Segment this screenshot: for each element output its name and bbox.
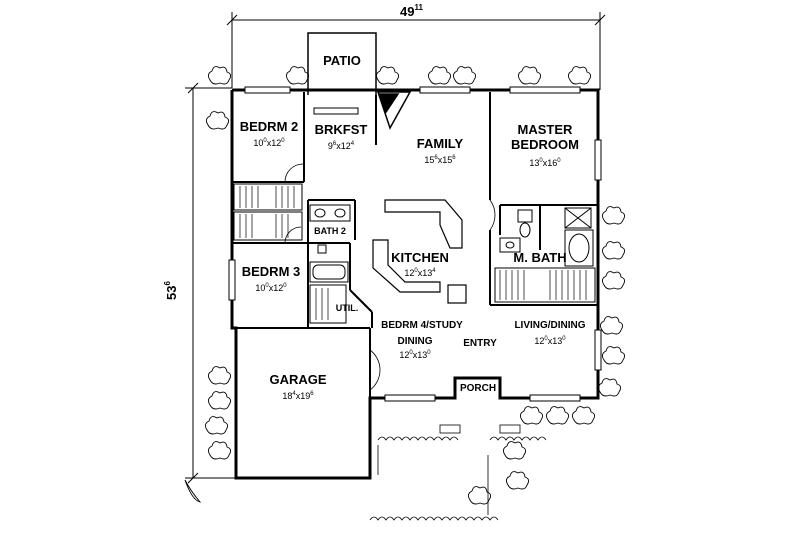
room-bedrm2: BEDRM 2 [236, 119, 302, 134]
dim-b: 12 [273, 283, 284, 293]
dim-a: 12 [399, 350, 410, 360]
master-label-line2: BEDROOM [511, 137, 579, 152]
family-dimensions: 156x156 [424, 155, 456, 165]
interior-walls [232, 92, 598, 400]
dim-a: 18 [282, 391, 293, 401]
porch-label: PORCH [459, 383, 497, 394]
room-kitchen: KITCHEN [385, 250, 455, 265]
patio-label: PATIO [323, 53, 361, 68]
dim-b-sup: 4 [432, 268, 436, 274]
study-dimensions: 120x130 [399, 350, 431, 360]
dim-b-sup: 0 [562, 336, 566, 342]
dining-label: DINING [397, 336, 433, 347]
dim-a: 12 [534, 336, 545, 346]
bath-fixtures [309, 204, 594, 283]
windows [228, 86, 602, 402]
overall-depth-value: 53 [164, 285, 179, 300]
room-family: FAMILY [405, 136, 475, 151]
room-brkfst: BRKFST [308, 122, 374, 137]
master-dimensions: 130x160 [529, 158, 561, 168]
room-living-dining: LIVING/DINING [505, 318, 595, 333]
dim-a-sup: 0 [414, 268, 418, 274]
doors [284, 163, 521, 434]
garage-dimensions: 184x196 [282, 391, 314, 401]
kitchen-dimensions: 120x134 [404, 268, 436, 278]
room-master-bedroom: MASTER BEDROOM [495, 122, 595, 152]
dim-a: 13 [529, 158, 540, 168]
dim-a-sup: 6 [332, 141, 337, 147]
room-garage: GARAGE [258, 372, 338, 387]
dim-a: 15 [424, 155, 435, 165]
dim-a: 10 [253, 138, 264, 148]
dim-a-sup: 0 [265, 283, 269, 289]
fireplace [376, 91, 412, 130]
dim-b-sup: 0 [281, 138, 285, 144]
dim-a: 9 [327, 141, 333, 151]
brkfst-dimensions: 96x124 [327, 141, 355, 151]
dim-a-sup: 6 [434, 155, 438, 161]
bedrm2-label: BEDRM 2 [239, 119, 299, 134]
dim-a: 12 [404, 268, 415, 278]
dim-b: 19 [300, 391, 311, 401]
dim-a: 10 [255, 283, 266, 293]
dim-a-sup: 0 [544, 336, 548, 342]
landscape-shrubs [184, 66, 626, 505]
brkfst-label: BRKFST [314, 122, 368, 137]
living-dimensions: 120x130 [534, 336, 566, 346]
kitchen-counters [372, 199, 467, 304]
room-master-bath: M. BATH [500, 250, 580, 265]
overall-width: 4911 [400, 3, 423, 19]
master-label-line1: MASTER [517, 122, 573, 137]
kitchen-label: KITCHEN [391, 250, 449, 265]
room-bath2: BATH 2 [310, 224, 350, 239]
dim-a-sup: 0 [539, 158, 543, 164]
room-patio: PATIO [320, 53, 364, 68]
util-label: UTIL. [335, 303, 359, 313]
study-label: BEDRM 4/STUDY [381, 320, 463, 331]
dim-b-sup: 0 [283, 283, 287, 289]
overall-depth: 536 [163, 281, 179, 300]
front-hedge [369, 436, 547, 521]
living-label: LIVING/DINING [514, 320, 586, 331]
dim-b: 13 [417, 350, 428, 360]
dim-b-sup: 0 [557, 158, 561, 164]
bedrm3-label: BEDRM 3 [241, 264, 301, 279]
room-util: UTIL. [330, 301, 364, 316]
bedrm3-dimensions: 100x120 [255, 283, 287, 293]
dim-b: 12 [340, 141, 351, 151]
entry-label: ENTRY [463, 338, 497, 349]
family-label: FAMILY [416, 136, 464, 151]
dimension-lines [185, 12, 606, 484]
dim-b-sup: 0 [427, 350, 431, 356]
dim-b: 13 [422, 268, 433, 278]
garage-label: GARAGE [269, 372, 327, 387]
dim-b-sup: 6 [310, 391, 314, 397]
dim-b: 16 [547, 158, 558, 168]
overall-depth-sup: 6 [163, 281, 172, 286]
overall-width-value: 49 [400, 4, 415, 19]
bedrm2-dimensions: 100x120 [253, 138, 285, 148]
closets [233, 183, 596, 324]
dim-a-sup: 0 [263, 138, 267, 144]
room-bedrm3: BEDRM 3 [236, 264, 306, 279]
room-entry: ENTRY [455, 336, 505, 351]
room-porch: PORCH [455, 381, 501, 396]
dim-b: 12 [271, 138, 282, 148]
bath2-label: BATH 2 [314, 226, 346, 236]
room-dining: DINING [375, 334, 455, 349]
dim-b-sup: 6 [452, 155, 456, 161]
dim-b: 15 [442, 155, 453, 165]
dim-a-sup: 0 [409, 350, 413, 356]
mbath-label: M. BATH [513, 250, 567, 265]
dim-b: 13 [552, 336, 563, 346]
dim-b-sup: 4 [350, 141, 355, 147]
room-bedrm4-study: BEDRM 4/STUDY [372, 318, 472, 333]
dim-a-sup: 4 [292, 391, 296, 397]
overall-width-sup: 11 [414, 3, 423, 12]
